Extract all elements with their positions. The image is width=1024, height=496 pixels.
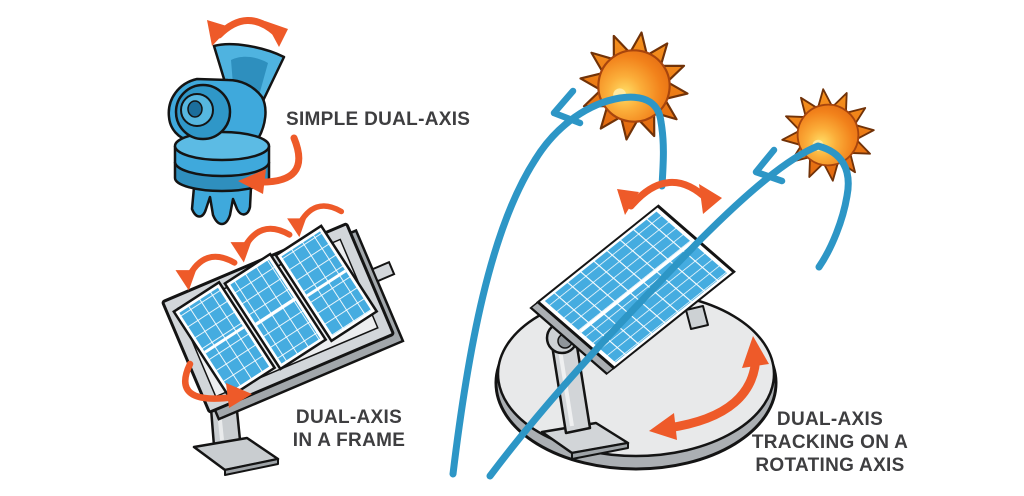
label-simple-dual-axis: SIMPLE DUAL-AXIS — [286, 109, 471, 130]
label-line: TRACKING ON A — [751, 432, 909, 453]
actuator-joint-illustration — [167, 42, 286, 226]
disc-rotation-arrow-icon — [649, 336, 769, 440]
tilt-rotation-arrow-icon — [207, 17, 288, 47]
pedestal-rotation-arrow-icon — [182, 360, 252, 408]
sun-icon-west — [776, 83, 880, 187]
sun-icon-east — [571, 23, 697, 149]
panel-tilt-arrow-icon — [617, 178, 722, 215]
label-dual-axis-in-a-frame: DUAL-AXIS IN A FRAME — [278, 406, 420, 452]
label-line: DUAL-AXIS — [295, 407, 403, 428]
label-dual-axis-rotating: DUAL-AXIS TRACKING ON A ROTATING AXIS — [737, 408, 923, 477]
label-line: ROTATING AXIS — [755, 455, 905, 476]
panel-frame-assembly — [161, 222, 405, 421]
dual-axis-in-frame-figure — [161, 202, 405, 476]
solar-panel — [172, 280, 277, 399]
label-line: IN A FRAME — [292, 430, 406, 451]
sun-path-arc-east — [449, 87, 667, 478]
pedestal — [540, 305, 709, 460]
rotating-axis-figure — [449, 23, 880, 480]
sun-path-arc-west — [486, 142, 852, 480]
label-line: DUAL-AXIS — [776, 409, 884, 430]
pan-rotation-arrow-icon — [238, 134, 303, 194]
simple-dual-axis-figure — [167, 17, 303, 226]
solar-panel — [223, 252, 328, 371]
solar-panel — [274, 224, 379, 343]
